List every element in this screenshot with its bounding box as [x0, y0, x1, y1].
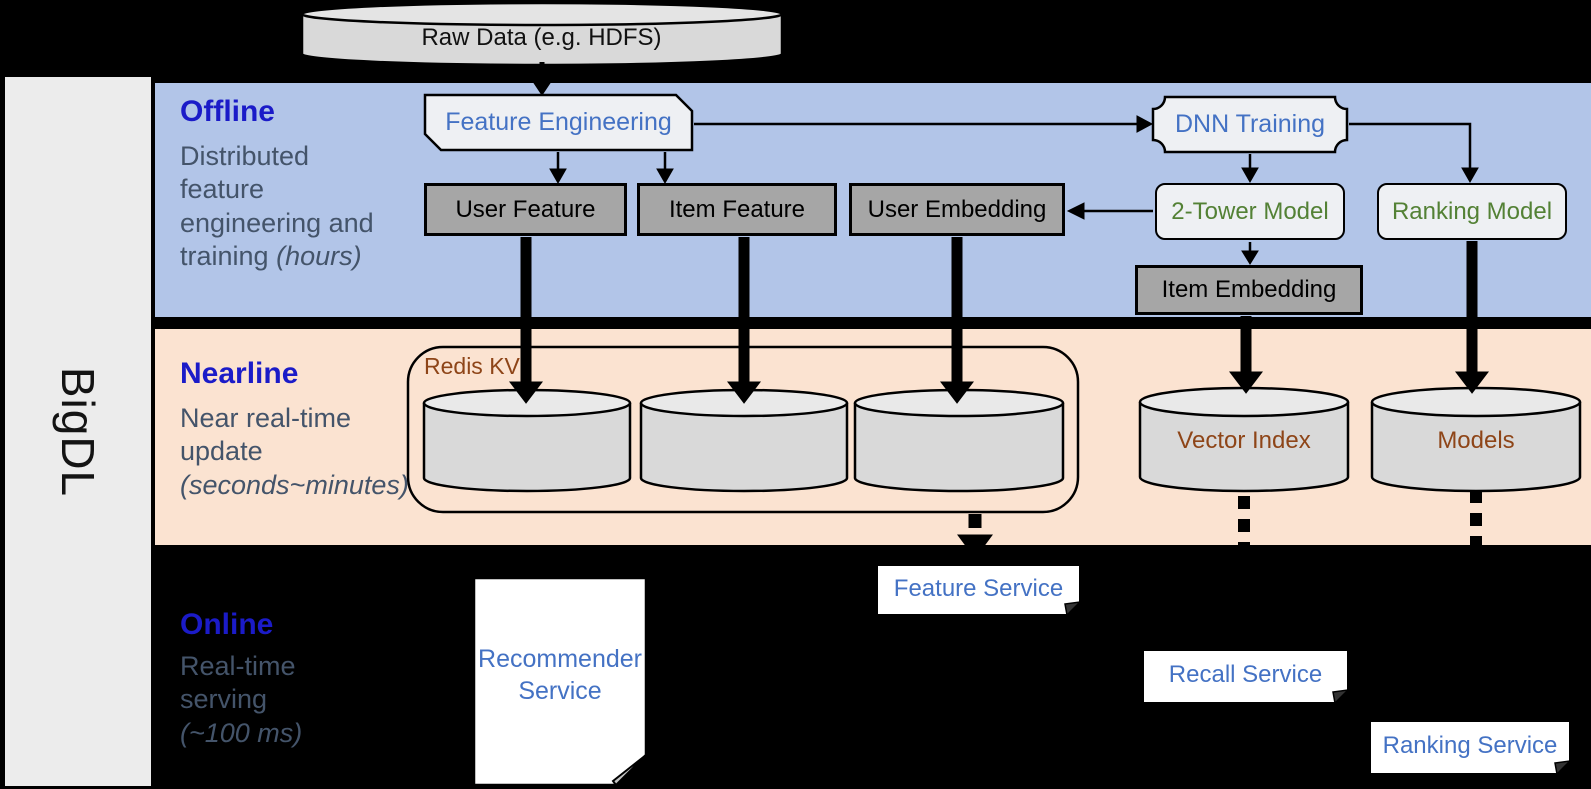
feature-service-doc — [876, 564, 1083, 617]
two-tower-model-node: 2-Tower Model — [1155, 183, 1345, 240]
arrow-dnn-to-rankingmodel — [1349, 122, 1472, 169]
recommender-service-doc — [472, 576, 648, 787]
recall-service-doc — [1142, 649, 1351, 705]
online-section-title: Online — [180, 608, 274, 641]
user-feature-node: User Feature — [424, 183, 627, 236]
dnn-training-shape — [1151, 95, 1349, 154]
item-embedding-node: Item Embedding — [1135, 265, 1363, 315]
kv-cylinder-1 — [422, 388, 632, 493]
nearline-section-desc: Near real-time update (seconds~minutes) — [180, 403, 409, 500]
offline-section-desc: Distributed feature engineering and trai… — [180, 141, 374, 272]
kv-cylinder-3 — [853, 388, 1065, 493]
nearline-section-title: Nearline — [180, 357, 299, 390]
ranking-model-node: Ranking Model — [1377, 183, 1567, 240]
raw-data-cylinder — [300, 1, 784, 67]
models-cylinder — [1370, 386, 1582, 493]
item-feature-node: Item Feature — [637, 183, 837, 236]
kv-cylinder-2 — [639, 388, 849, 493]
online-section-desc: Real-time serving (~100 ms) — [180, 651, 303, 748]
offline-section-title: Offline — [180, 95, 275, 128]
ranking-service-doc — [1369, 720, 1573, 776]
vector-index-cylinder — [1138, 386, 1350, 493]
user-embedding-node: User Embedding — [849, 183, 1065, 236]
feature-engineering-shape — [423, 93, 694, 152]
bigdl-sidebar: BigDL — [5, 77, 151, 786]
arrows — [508, 62, 1490, 559]
